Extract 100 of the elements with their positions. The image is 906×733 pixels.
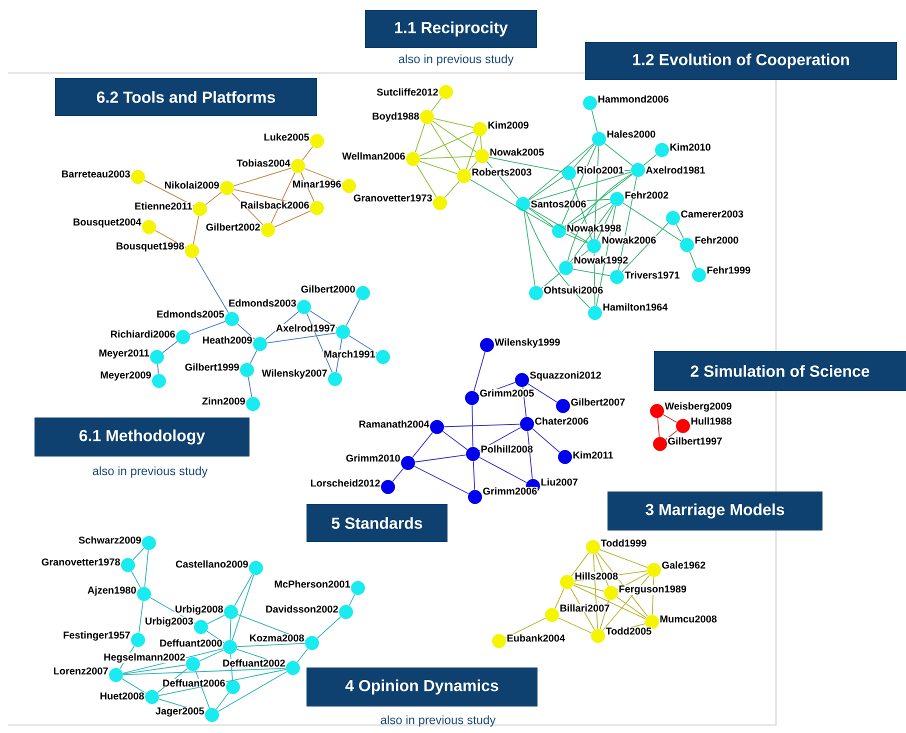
edge <box>316 616 342 639</box>
node-label: Wilensky2007 <box>261 368 328 380</box>
node-label: Meyer2009 <box>100 370 152 382</box>
node-label: Schwarz2009 <box>78 536 142 544</box>
node-label: Granovetter1973 <box>352 194 433 202</box>
edge <box>528 143 594 200</box>
edge <box>296 648 308 663</box>
edge <box>274 210 311 228</box>
dot <box>109 668 123 682</box>
node-label: Ajzen1980 <box>86 586 137 596</box>
node-label: Grimm2010 <box>345 454 401 462</box>
node-label: Eubank2004 <box>506 634 566 642</box>
dot <box>562 166 576 180</box>
dot <box>588 306 602 320</box>
node-label: Hegselmann2002 <box>103 652 186 664</box>
dot <box>492 634 506 648</box>
node-label: Gilbert2007 <box>570 398 626 406</box>
dot <box>465 391 479 405</box>
node-label: Gilbert2000 <box>300 284 356 294</box>
node-label: Fehr2000 <box>694 236 740 244</box>
edge <box>192 216 200 244</box>
edge <box>434 118 474 128</box>
edge <box>414 123 426 153</box>
edge <box>430 97 442 112</box>
edge <box>419 131 474 156</box>
node-label: Castellano2009 <box>175 560 249 568</box>
edge <box>233 168 292 186</box>
dot <box>529 286 543 300</box>
dot <box>655 143 669 157</box>
edge <box>574 583 604 592</box>
edge <box>565 233 588 244</box>
dot <box>680 238 694 252</box>
node-label: Bousquet1998 <box>115 242 185 252</box>
dot <box>381 480 395 494</box>
dot <box>610 270 624 284</box>
node-label: Ferguson1989 <box>618 584 687 596</box>
edge <box>432 120 477 152</box>
node-label: Nowak2005 <box>489 148 545 156</box>
edge <box>218 671 288 712</box>
edge <box>528 383 558 403</box>
edge <box>622 202 682 242</box>
node-label: Kim2010 <box>669 142 712 152</box>
dot <box>336 324 350 339</box>
edge <box>248 376 252 398</box>
edge <box>525 210 590 308</box>
dot <box>666 210 680 225</box>
node-label: Nowak1998 <box>566 224 622 232</box>
edge <box>444 424 520 428</box>
dot <box>131 632 145 647</box>
edge <box>302 146 314 161</box>
dot <box>131 170 145 184</box>
edge <box>122 668 286 676</box>
edge <box>524 210 536 286</box>
dot <box>560 574 574 589</box>
dot <box>653 436 667 451</box>
node-label: Grimm2006 <box>482 486 538 496</box>
dot <box>645 614 659 629</box>
node-label: Barreteau2003 <box>60 170 131 178</box>
node-label: Edmonds2005 <box>156 310 225 318</box>
edge <box>416 164 437 198</box>
edge <box>162 340 178 354</box>
edge <box>505 618 546 638</box>
node-label: Bousquet2004 <box>72 218 142 228</box>
dot <box>468 490 482 504</box>
node-label: Hamilton1964 <box>602 302 668 312</box>
note: also in previous study <box>398 54 514 66</box>
node-label: Deffuant2000 <box>159 638 223 648</box>
edge <box>474 351 486 392</box>
dot <box>552 224 566 238</box>
node-label: Fehr2002 <box>624 190 670 200</box>
dot <box>305 636 319 650</box>
node-label: Deffuant2006 <box>162 678 226 688</box>
dot <box>420 110 434 124</box>
node-label: Nikolai2009 <box>164 180 220 190</box>
edge <box>414 466 470 494</box>
node-label: Luke2005 <box>263 132 310 142</box>
node-label: Urbig2008 <box>174 604 224 616</box>
dot <box>475 148 489 163</box>
node-label: Tobias2004 <box>236 158 291 168</box>
edge <box>472 460 476 490</box>
node-label: Boyd1988 <box>372 112 420 122</box>
edge <box>466 135 478 170</box>
dot <box>406 152 420 166</box>
dot <box>516 196 530 211</box>
node-label: Festinger1957 <box>62 630 131 642</box>
node-label: Railsback2006 <box>240 200 310 210</box>
node-label: Todd2005 <box>605 626 652 636</box>
node-label: Wilensky1999 <box>494 338 561 348</box>
edge <box>419 160 458 174</box>
dot <box>121 558 135 572</box>
dot <box>186 656 200 671</box>
dot <box>480 338 494 352</box>
edge <box>488 156 562 172</box>
dot <box>286 660 300 675</box>
edge <box>541 272 561 289</box>
node-label: Huet2008 <box>99 692 145 700</box>
title-box: 6.1 Methodology <box>34 417 250 456</box>
title-box: 2 Simulation of Science <box>654 351 906 391</box>
dot <box>339 604 353 619</box>
node-label: Richiardi2006 <box>110 330 176 338</box>
